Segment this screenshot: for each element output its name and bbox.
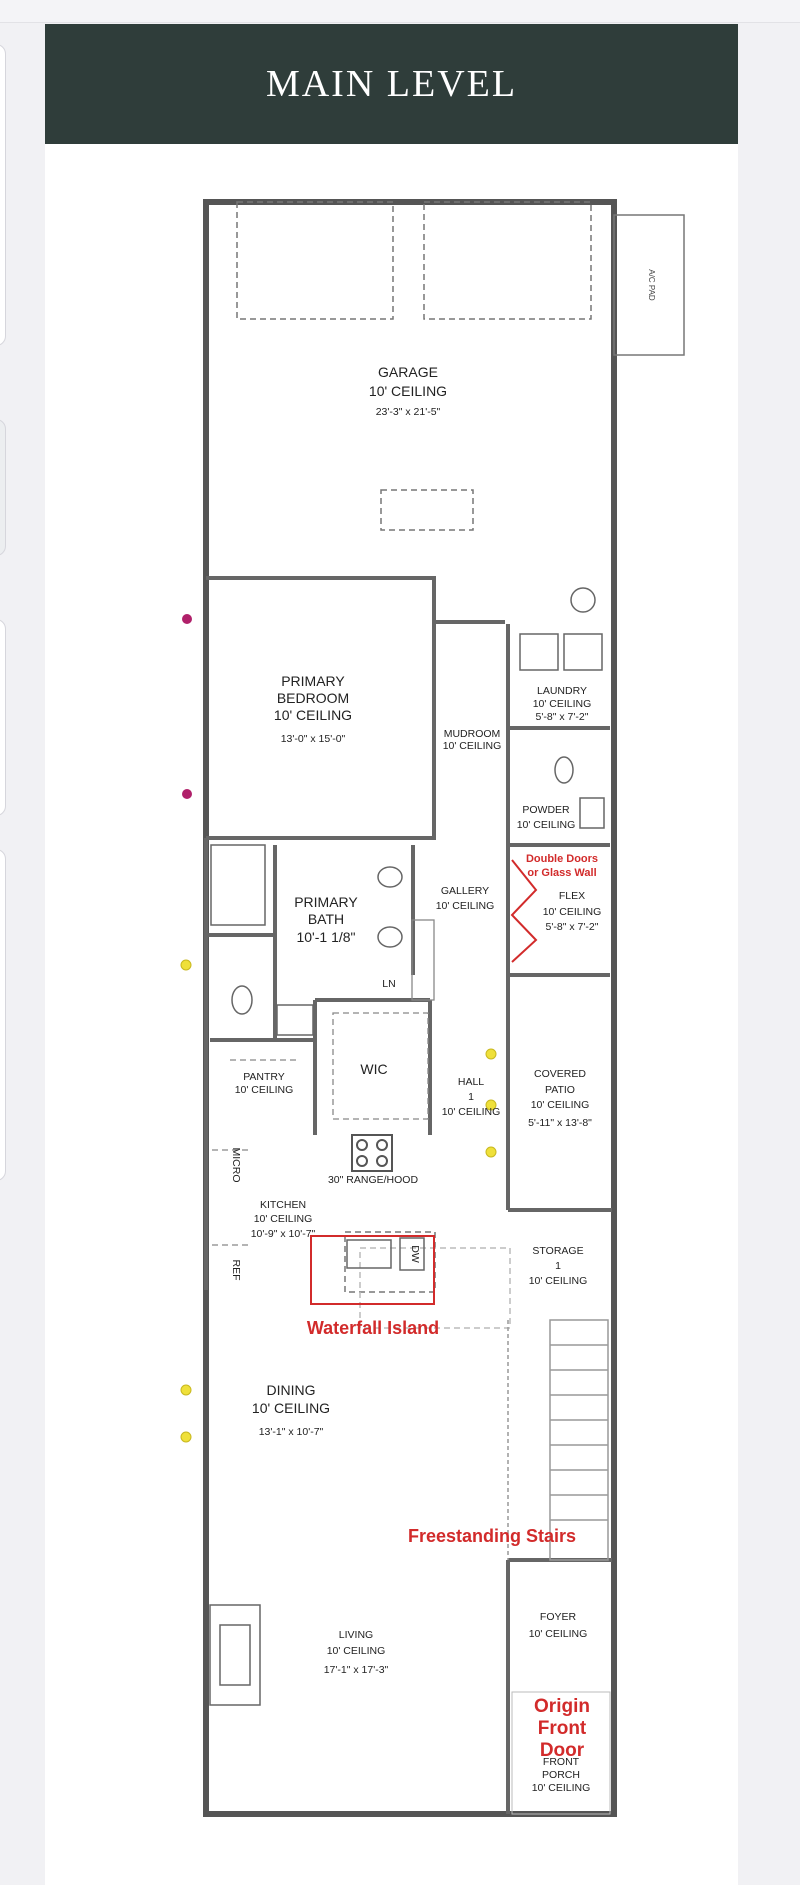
- flex-double-doors-marking: [510, 859, 538, 963]
- double-doors-note-2: or Glass Wall: [527, 867, 596, 879]
- pantry-name: PANTRY: [243, 1071, 285, 1083]
- origin-front-door-note-3: Door: [540, 1740, 585, 1761]
- double-doors-note-1: Double Doors: [526, 853, 598, 865]
- freestanding-stairs-drawing: [507, 1319, 609, 1561]
- ref-label: REF: [230, 1260, 242, 1281]
- dining-name: DINING: [267, 1382, 316, 1398]
- interior-walls: [204, 576, 612, 1814]
- flex-name: FLEX: [559, 890, 585, 902]
- kitchen-island: [346, 1237, 425, 1271]
- foyer-ceiling: 10' CEILING: [529, 1628, 588, 1640]
- floor-plan-sheet: [45, 24, 738, 1885]
- exterior-walls: [203, 199, 617, 1817]
- storage-name: STORAGE: [532, 1245, 583, 1257]
- kitchen-range: [351, 1134, 393, 1172]
- primary-bedroom-dims: 13'-0" x 15'-0": [281, 733, 346, 745]
- covered-patio-name-2: PATIO: [545, 1084, 575, 1096]
- marker-yellow[interactable]: [180, 959, 192, 971]
- laundry-ceiling: 10' CEILING: [533, 698, 592, 710]
- annotations: Double Doors or Glass Wall Waterfall Isl…: [307, 853, 598, 1761]
- water-heater: [570, 587, 596, 613]
- primary-bath-name-1: PRIMARY: [294, 894, 358, 910]
- mudroom-ceiling: 10' CEILING: [443, 740, 502, 752]
- garage-dims: 23'-3" x 21'-5": [376, 406, 441, 418]
- covered-patio-dims: 5'-11" x 13'-8": [528, 1117, 592, 1129]
- wic-name: WIC: [360, 1061, 387, 1077]
- dining-ceiling: 10' CEILING: [252, 1400, 330, 1416]
- covered-patio-ceiling: 10' CEILING: [531, 1099, 590, 1111]
- origin-front-door-note-2: Front: [538, 1718, 587, 1739]
- ac-pad: [613, 214, 685, 356]
- wall-markers: [180, 614, 497, 1443]
- living-ceiling: 10' CEILING: [327, 1645, 386, 1657]
- garage-ceiling: 10' CEILING: [369, 383, 447, 399]
- storage-number: 1: [555, 1260, 561, 1272]
- hall-number: 1: [468, 1091, 474, 1103]
- powder-name: POWDER: [522, 804, 570, 816]
- range-note: 30" RANGE/HOOD: [328, 1174, 418, 1186]
- primary-bedroom-ceiling: 10' CEILING: [274, 707, 352, 723]
- primary-bedroom-name-2: BEDROOM: [277, 690, 349, 706]
- hall-ceiling: 10' CEILING: [442, 1106, 501, 1118]
- powder-ceiling: 10' CEILING: [517, 819, 576, 831]
- dw-label: DW: [409, 1245, 421, 1263]
- covered-patio-name-1: COVERED: [534, 1068, 586, 1080]
- micro-label: MICRO: [230, 1148, 242, 1183]
- laundry-dims: 5'-8" x 7'-2": [536, 711, 589, 723]
- marker-yellow[interactable]: [180, 1384, 192, 1396]
- page-title: MAIN LEVEL: [265, 63, 518, 105]
- origin-front-door-note-1: Origin: [534, 1696, 590, 1717]
- primary-bath-dims: 10'-1 1/8": [296, 929, 355, 945]
- closet-dashed-lines: [212, 919, 435, 1246]
- living-dims: 17'-1" x 17'-3": [324, 1664, 389, 1676]
- ac-pad-label: A/C PAD: [647, 269, 656, 301]
- marker-magenta[interactable]: [182, 614, 192, 624]
- marker-yellow[interactable]: [485, 1146, 497, 1158]
- waterfall-island-note: Waterfall Island: [307, 1318, 439, 1338]
- ln-label: LN: [382, 978, 395, 990]
- front-porch-ceiling: 10' CEILING: [532, 1782, 591, 1794]
- marker-yellow[interactable]: [485, 1048, 497, 1060]
- foyer-name: FOYER: [540, 1611, 577, 1623]
- gallery-ceiling: 10' CEILING: [436, 900, 495, 912]
- marker-magenta[interactable]: [182, 789, 192, 799]
- laundry-machines: [519, 633, 603, 671]
- kitchen-name: KITCHEN: [260, 1199, 306, 1211]
- laundry-name: LAUNDRY: [537, 685, 587, 697]
- page-header: MAIN LEVEL: [45, 24, 738, 144]
- primary-bedroom-name-1: PRIMARY: [281, 673, 345, 689]
- kitchen-dims: 10'-9" x 10'-7": [251, 1228, 316, 1240]
- mudroom-name: MUDROOM: [444, 728, 501, 740]
- browser-top-bar: [0, 0, 800, 23]
- kitchen-ceiling: 10' CEILING: [254, 1213, 313, 1225]
- freestanding-stairs-note: Freestanding Stairs: [408, 1526, 576, 1546]
- storage-ceiling: 10' CEILING: [529, 1275, 588, 1287]
- marker-yellow[interactable]: [485, 1099, 497, 1111]
- hall-name: HALL: [458, 1076, 484, 1088]
- origin-front-door-box: [511, 1691, 611, 1815]
- marker-yellow[interactable]: [180, 1431, 192, 1443]
- front-porch-name-2: PORCH: [542, 1769, 580, 1781]
- pantry-ceiling: 10' CEILING: [235, 1084, 294, 1096]
- primary-bath-name-2: BATH: [308, 911, 344, 927]
- gallery-name: GALLERY: [441, 885, 489, 897]
- flex-ceiling: 10' CEILING: [543, 906, 602, 918]
- fireplace: [209, 1604, 261, 1706]
- waterfall-island-box: [310, 1235, 435, 1305]
- room-labels: GARAGE 10' CEILING 23'-3" x 21'-5" PRIMA…: [230, 364, 601, 1794]
- flex-dims: 5'-8" x 7'-2": [546, 921, 599, 933]
- bath-fixtures: [210, 756, 605, 1036]
- side-tab-strip: [0, 44, 10, 1181]
- living-name: LIVING: [339, 1629, 373, 1641]
- front-porch-name-1: FRONT: [543, 1756, 580, 1768]
- garage-name: GARAGE: [378, 364, 438, 380]
- dining-dims: 13'-1" x 10'-7": [259, 1426, 324, 1438]
